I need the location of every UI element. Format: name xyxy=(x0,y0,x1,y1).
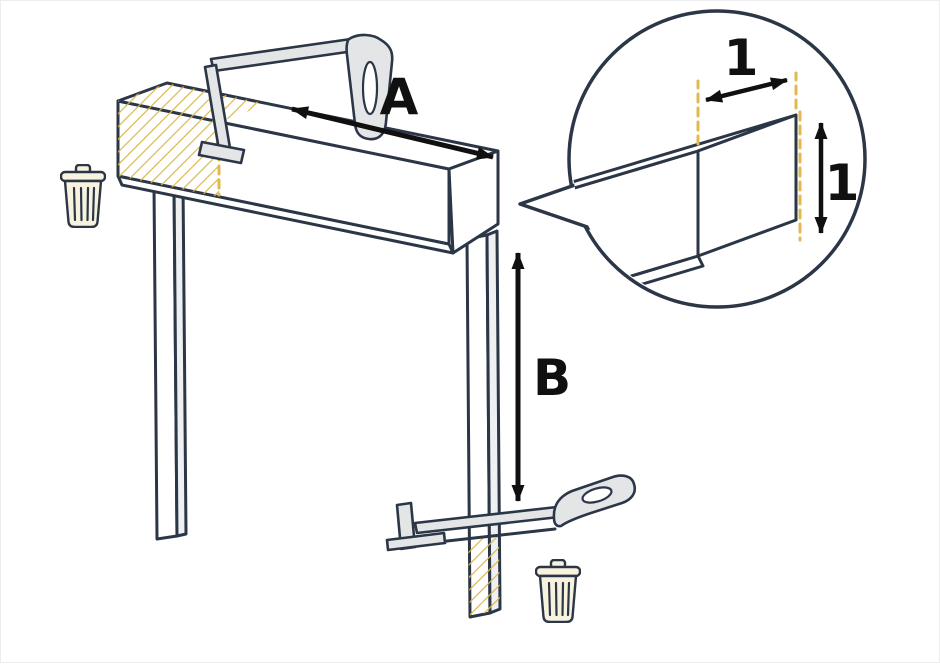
saw-top-blade-foot xyxy=(197,140,246,165)
left-leg xyxy=(152,180,188,541)
dimension-b-label: B xyxy=(533,349,571,407)
saw-top-handle-hole xyxy=(361,60,379,116)
left-leg-side-face xyxy=(172,180,188,538)
post-cut-waste-hatch xyxy=(468,534,500,616)
detail-beam-end-face xyxy=(696,113,798,258)
detail-depth-label: 1 xyxy=(724,29,759,87)
dimension-b: B xyxy=(511,252,571,502)
trash-icon-bottom xyxy=(535,559,581,623)
dimension-a-arrow xyxy=(291,106,494,160)
trash-icon-left xyxy=(60,164,106,228)
beam-cut-waste-hatch-front xyxy=(118,101,219,197)
saw-bottom-handle-hole xyxy=(581,486,613,504)
beam-cut-waste-hatch-top xyxy=(118,83,268,122)
right-post xyxy=(465,229,502,619)
saw-top-frame-bar xyxy=(209,37,356,73)
detail-callout: 1 1 xyxy=(518,9,867,309)
saw-bottom-mount-foot xyxy=(385,531,447,552)
dimension-a-label: A xyxy=(380,68,419,126)
detail-height-label: 1 xyxy=(825,154,860,212)
hacksaw-bottom-icon xyxy=(385,474,637,552)
detail-depth-arrow xyxy=(705,77,788,103)
dimension-a: A xyxy=(291,68,494,160)
